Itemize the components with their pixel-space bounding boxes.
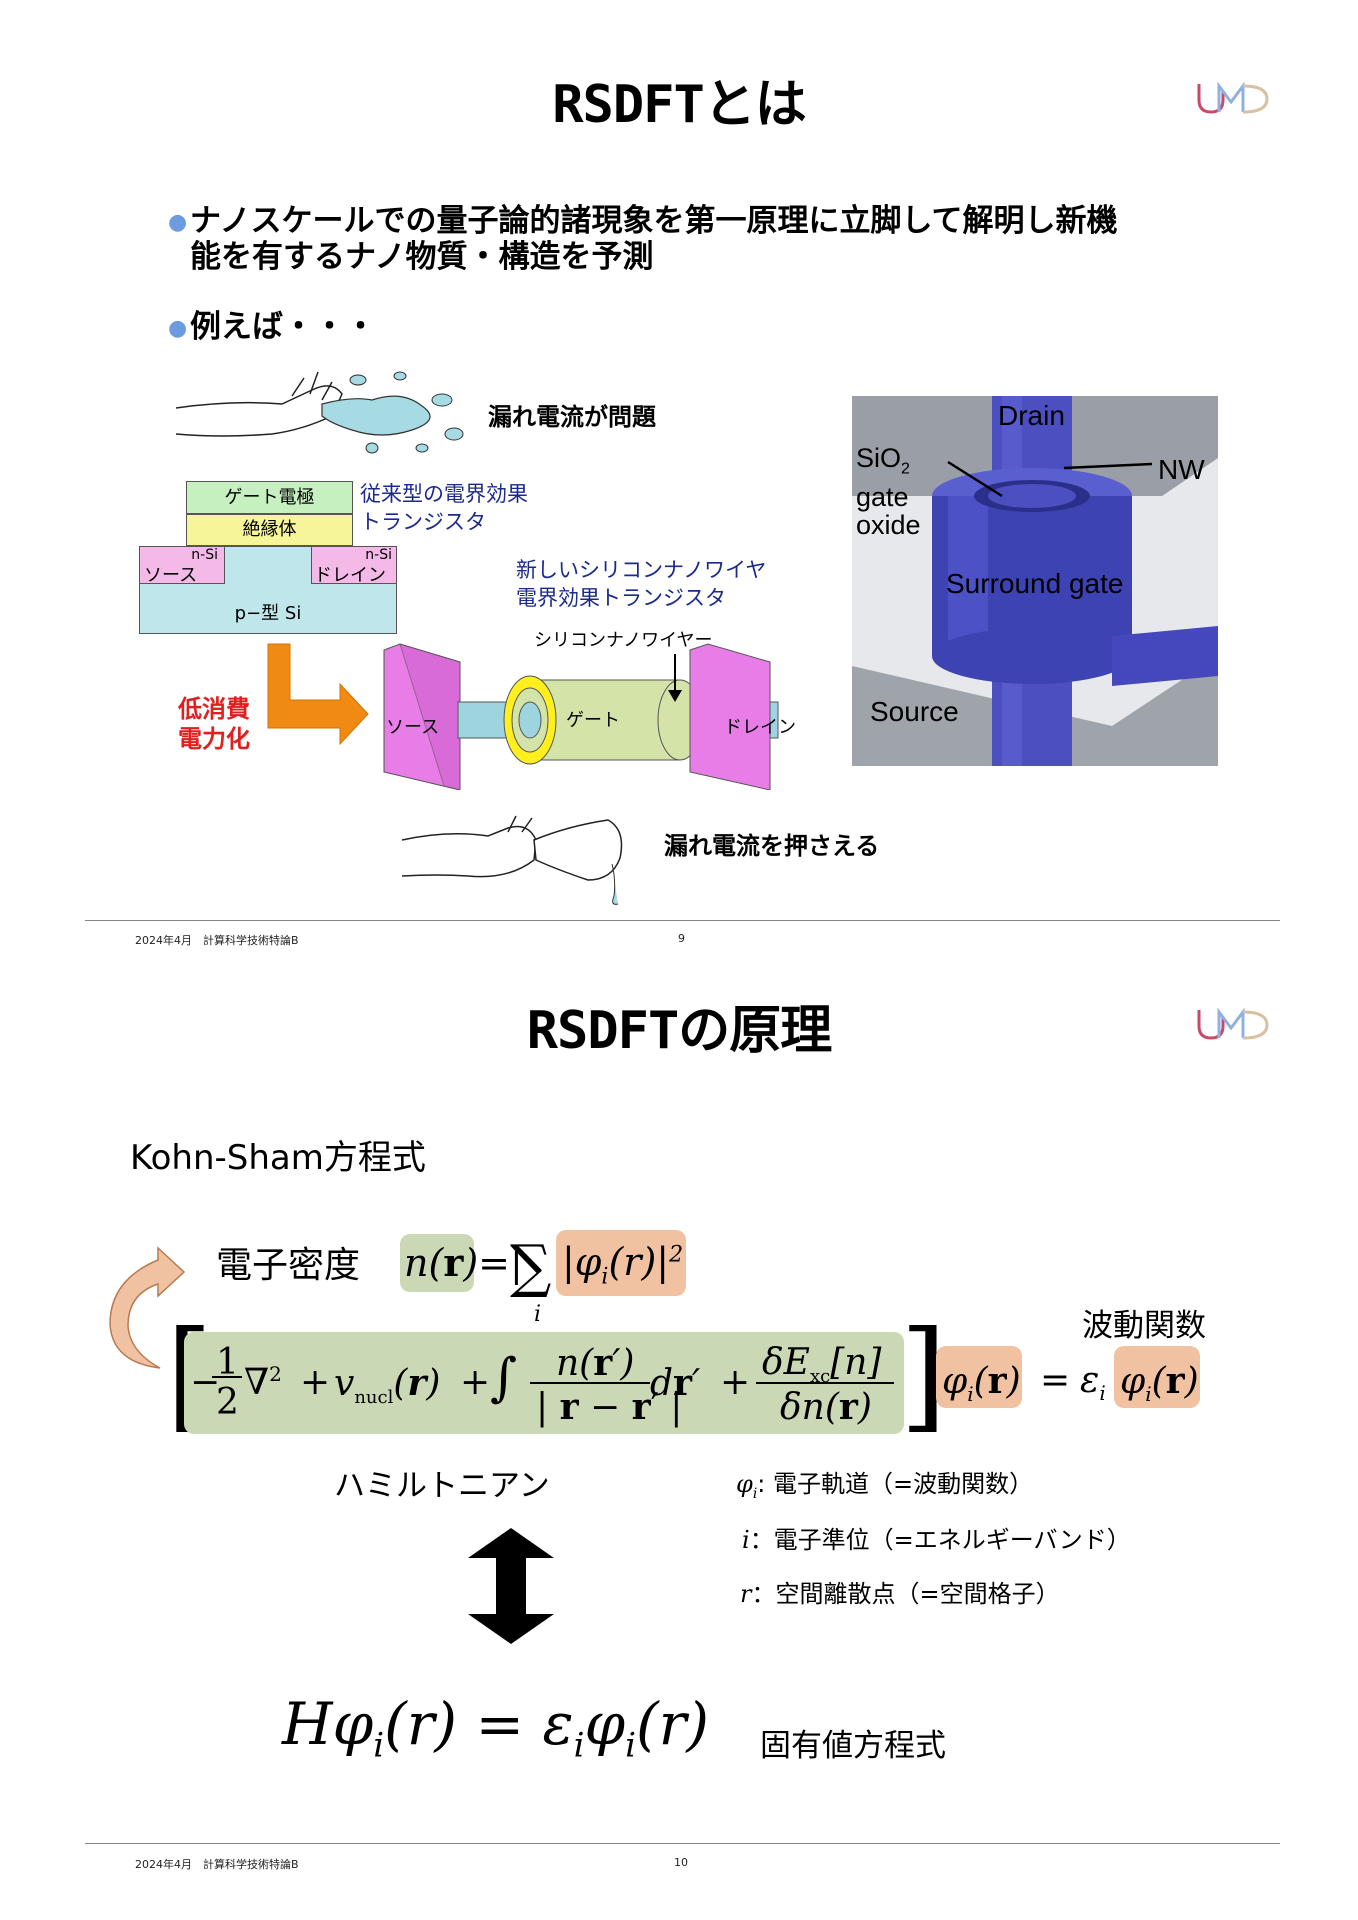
logo-icon (1197, 81, 1269, 114)
legend-r: r：空間離散点（=空間格子） (740, 1580, 1060, 1608)
legend-phi: φi: 電子軌道（=波動関数） (736, 1470, 1034, 1502)
image-drain-label: Drain (998, 400, 1065, 431)
logo-icon (1197, 1007, 1269, 1040)
surround-gate-image: Drain SiO2 gate oxide NW Surround gate S… (852, 396, 1218, 766)
slide-2-title: RSDFTの原理 (526, 1001, 833, 1061)
n-si-right-label: n-Si (365, 547, 392, 563)
bullet-dot-icon: ● (168, 210, 188, 235)
footer-divider (85, 1843, 1280, 1844)
new-fet-label: 新しいシリコンナノワイヤ 電界効果トランジスタ (516, 558, 767, 610)
bullet-2-text: 例えば・・・ (190, 309, 376, 345)
phi-left-formula: φi(r) (942, 1360, 1021, 1407)
conventional-fet-label: 従来型の電界効果 トランジスタ (360, 482, 528, 534)
page-number: 10 (674, 1856, 688, 1869)
bullet-2: ● 例えば・・・ (168, 309, 376, 345)
nw-drain-label: ドレイン (724, 717, 796, 738)
image-source-label: Source (870, 696, 959, 727)
double-arrow-icon (468, 1528, 554, 1644)
slide-1-title: RSDFTとは (552, 75, 807, 135)
phi-squared-formula: |φi(r)|2 (562, 1240, 684, 1290)
gate-electrode-box: ゲート電極 (186, 481, 353, 514)
nw-gate-label: ゲート (566, 710, 620, 731)
image-surround-label: Surround gate (946, 568, 1124, 599)
footer-divider (85, 920, 1280, 921)
phi-right-formula: φi(r) (1120, 1360, 1199, 1407)
density-highlight (400, 1234, 474, 1292)
nw-source-label: ソース (386, 717, 440, 738)
drain-region-box: n-Si ドレイン (311, 546, 397, 586)
bullet-1: ● ナノスケールでの量子論的諸現象を第一原理に立脚して解明し新機 能を有するナノ… (168, 203, 1220, 275)
hamiltonian-label: ハミルトニアン (334, 1468, 550, 1504)
orange-arrow-icon (267, 643, 369, 746)
leak-suppress-label: 漏れ電流を押さえる (664, 832, 880, 860)
bullet-dot-icon: ● (168, 316, 188, 341)
low-power-label: 低消費 電力化 (178, 695, 250, 753)
p-si-label: p−型 Si (234, 603, 302, 624)
surround-gate-figure (852, 396, 1218, 766)
insulator-box: 絶縁体 (186, 514, 353, 546)
phi-squared-highlight (556, 1230, 686, 1296)
phi-left-highlight (936, 1346, 1022, 1408)
density-label: 電子密度 (216, 1245, 361, 1286)
footer-left-text: 2024年4月 計算科学技術特論B (135, 934, 299, 947)
squeezing-hand-illustration (401, 815, 623, 905)
footer-left-text: 2024年4月 計算科学技術特論B (135, 1858, 299, 1871)
wavefunction-label: 波動関数 (1082, 1308, 1206, 1344)
sum-symbol-icon: ∑ (510, 1232, 552, 1300)
bullet-1-line-2: 能を有するナノ物質・構造を予測 (190, 239, 654, 275)
curved-arrow-icon (109, 1246, 186, 1369)
leak-problem-label: 漏れ電流が問題 (488, 403, 656, 431)
leaking-hand-illustration (175, 371, 464, 454)
ks-heading: Kohn-Sham方程式 (130, 1138, 426, 1178)
nanowire-label: シリコンナノワイヤー (534, 630, 713, 651)
n-si-left-label: n-Si (191, 547, 218, 563)
image-nw-label: NW (1158, 454, 1205, 485)
density-formula: n(r)=| (404, 1240, 523, 1285)
source-region-box: n-Si ソース (139, 546, 225, 586)
nanowire-fet-diagram (383, 643, 779, 790)
eigen-label: 固有値方程式 (760, 1728, 946, 1764)
phi-right-highlight (1114, 1346, 1200, 1408)
source-label: ソース (144, 565, 198, 586)
drain-label: ドレイン (314, 565, 386, 586)
sum-index: i (534, 1302, 542, 1327)
bullet-1-line-1: ナノスケールでの量子論的諸現象を第一原理に立脚して解明し新機 (190, 203, 1118, 239)
equals-sign: = (1040, 1360, 1071, 1401)
legend-i: i：電子準位（=エネルギーバンド） (742, 1526, 1131, 1554)
image-sio2-label: SiO2 gate oxide (856, 443, 921, 541)
epsilon-symbol: εi (1080, 1360, 1106, 1406)
eigen-equation: Hφi(r) = εiφi(r) (282, 1690, 710, 1766)
page-number: 9 (678, 932, 685, 945)
